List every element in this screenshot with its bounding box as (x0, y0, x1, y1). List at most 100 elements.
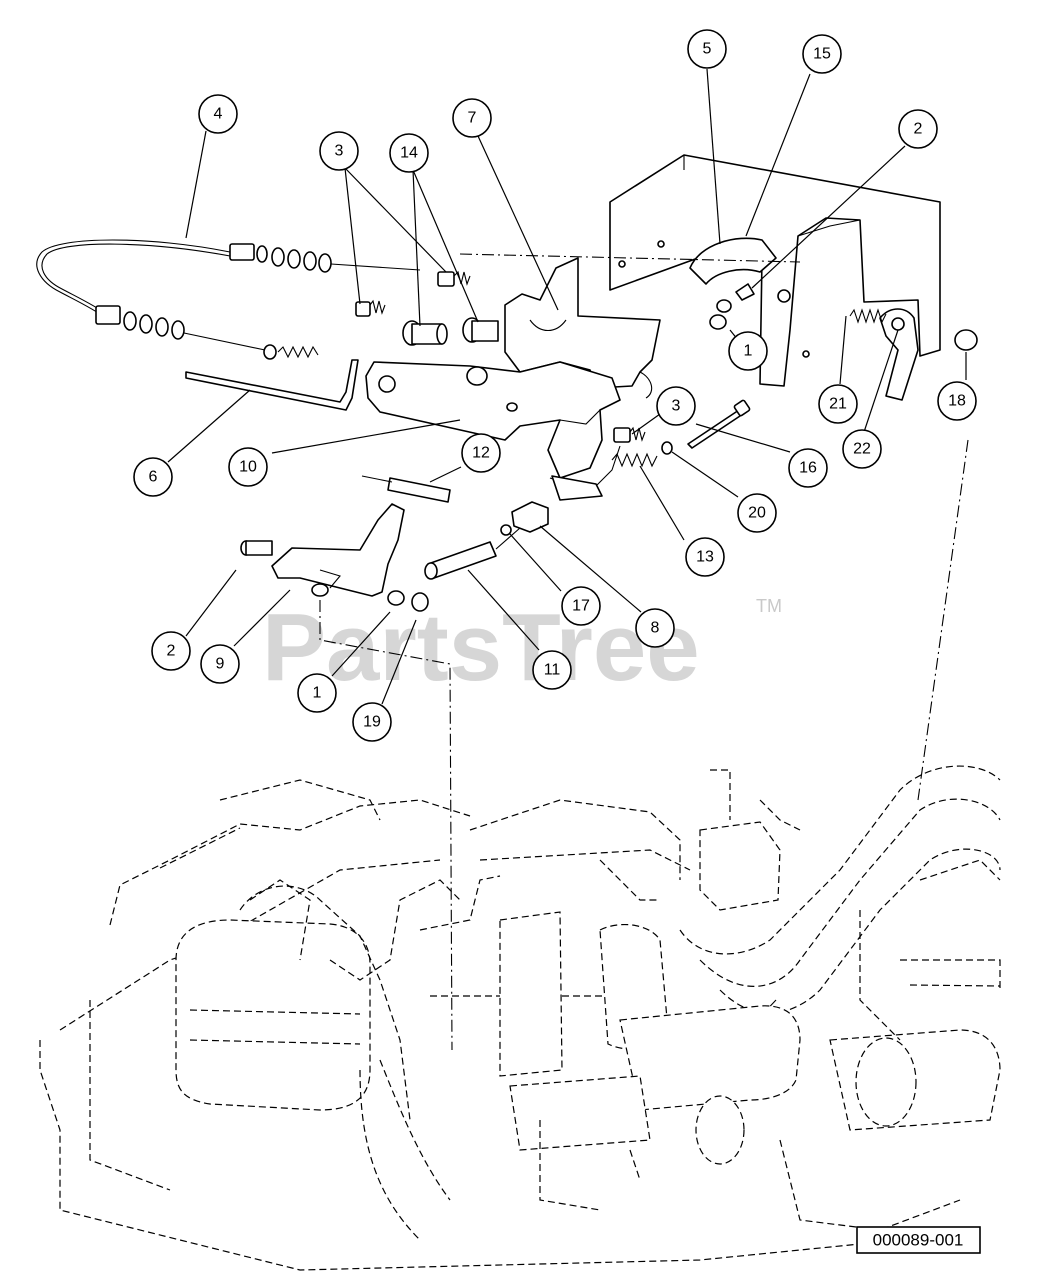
callout-20: 20 (737, 493, 777, 533)
svg-text:4: 4 (214, 106, 223, 123)
bolt-16 (687, 399, 751, 449)
callout-2-bottom: 2 (151, 631, 191, 671)
callout-7: 7 (452, 98, 492, 138)
bushing-14-left (402, 320, 448, 346)
bolt-3-lower (613, 426, 646, 443)
svg-text:1: 1 (313, 685, 322, 702)
callout-17: 17 (561, 586, 601, 626)
handle-lever-5 (689, 237, 777, 285)
damper-11 (427, 541, 497, 579)
callout-14: 14 (389, 133, 429, 173)
bolt-3-upper (437, 270, 471, 287)
svg-text:9: 9 (216, 656, 225, 673)
svg-text:16: 16 (799, 460, 817, 477)
callout-11: 11 (532, 650, 572, 690)
lever-9-boss (311, 583, 329, 597)
bolt-3-left (355, 299, 386, 317)
partstree-watermark: PartsTree TM (262, 594, 782, 701)
nut-upper (466, 366, 488, 386)
svg-text:2: 2 (167, 643, 176, 660)
pin-2-upper (735, 283, 755, 301)
shield-hole-1 (618, 260, 626, 268)
nut-1-upper (709, 314, 727, 330)
lower-assembly (240, 475, 549, 612)
washer-1-lower (387, 590, 405, 606)
svg-text:22: 22 (853, 441, 871, 458)
ball-17 (500, 524, 512, 536)
callout-2-top: 2 (898, 109, 938, 149)
callouts: 5 15 4 7 3 14 2 1 21 18 22 3 16 6 10 12 … (133, 29, 977, 742)
leader-lines (167, 68, 967, 705)
callout-21: 21 (818, 384, 858, 424)
pin-12 (387, 477, 451, 503)
callout-15: 15 (802, 34, 842, 74)
callout-10: 10 (228, 447, 268, 487)
spring-21 (849, 308, 887, 324)
callout-3-top: 3 (319, 131, 359, 171)
watermark-brand: PartsTree (262, 594, 700, 701)
watermark-tm: TM (756, 596, 782, 616)
machine-outline (39, 765, 1001, 1271)
callout-1-top: 1 (728, 331, 768, 371)
pivot-hole (378, 375, 396, 393)
svg-text:13: 13 (696, 549, 714, 566)
callout-22: 22 (842, 429, 882, 469)
upper-assembly (36, 154, 978, 501)
nut-18 (954, 329, 978, 351)
spring-13 (611, 441, 673, 468)
nut-19 (411, 592, 429, 612)
svg-text:18: 18 (948, 393, 966, 410)
clip-8 (511, 501, 549, 533)
svg-text:1: 1 (744, 343, 753, 360)
svg-text:8: 8 (651, 620, 660, 637)
callout-1-bottom: 1 (297, 673, 337, 713)
svg-text:7: 7 (468, 110, 477, 127)
callout-13: 13 (685, 537, 725, 577)
lever-9 (271, 503, 405, 597)
damper-rod (495, 527, 521, 550)
callout-9: 9 (200, 644, 240, 684)
svg-text:19: 19 (363, 714, 381, 731)
bushing-14-right (462, 317, 499, 343)
callout-5: 5 (687, 29, 727, 69)
svg-text:15: 15 (813, 46, 831, 63)
cover-shield-15-edge (609, 155, 861, 290)
callout-16: 16 (788, 448, 828, 488)
rod-6 (185, 359, 359, 411)
callout-6: 6 (133, 457, 173, 497)
diagram-id: 000089-001 (856, 1226, 981, 1254)
shield-hole-2 (657, 240, 665, 248)
washer-upper (506, 402, 518, 412)
svg-text:6: 6 (149, 469, 158, 486)
callout-8: 8 (635, 608, 675, 648)
link-arm-22 (879, 308, 919, 401)
callout-18: 18 (937, 381, 977, 421)
cable-end-upper (229, 243, 421, 273)
washer-2-upper (716, 299, 732, 313)
svg-text:12: 12 (472, 445, 490, 462)
cable-upper-2 (41, 243, 231, 316)
svg-text:20: 20 (748, 505, 766, 522)
bracket-7-detail (529, 319, 653, 399)
svg-text:21: 21 (829, 396, 847, 413)
svg-text:3: 3 (672, 398, 681, 415)
cable-end-lower (95, 305, 319, 360)
svg-text:2: 2 (914, 121, 923, 138)
diagram-id-text: 000089-001 (873, 1231, 964, 1250)
svg-text:11: 11 (544, 662, 561, 679)
lever-slot (551, 475, 603, 501)
callout-12: 12 (461, 433, 501, 473)
callout-3-mid: 3 (656, 386, 696, 426)
damper-end (424, 562, 438, 580)
shield-hole-4 (802, 350, 810, 358)
link-arm-hole (891, 317, 905, 331)
shield-hole-3 (777, 289, 791, 303)
svg-text:3: 3 (335, 143, 344, 160)
svg-text:5: 5 (703, 41, 712, 58)
cable-upper (36, 239, 231, 319)
callout-4: 4 (198, 94, 238, 134)
pin-2-lower (240, 540, 273, 556)
svg-text:17: 17 (572, 598, 590, 615)
svg-text:10: 10 (239, 459, 257, 476)
